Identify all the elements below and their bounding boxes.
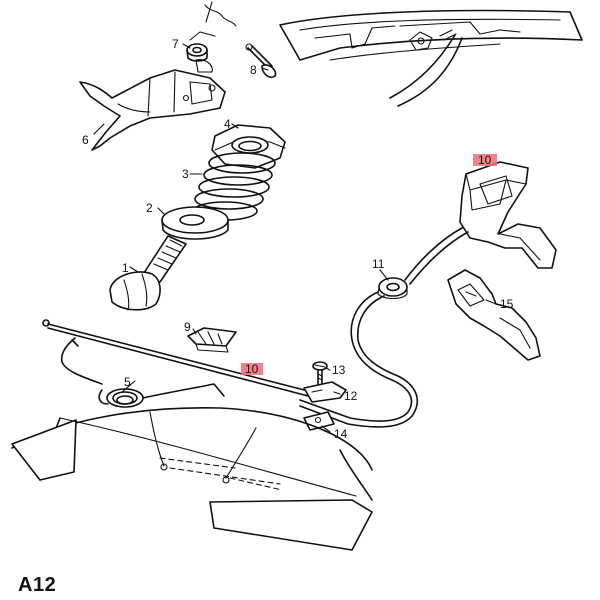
callout-4: 4 — [224, 117, 231, 131]
callout-10-top: 10 — [478, 153, 492, 167]
part-13-screw — [312, 361, 328, 385]
callout-13: 13 — [332, 363, 346, 377]
callout-1: 1 — [122, 261, 129, 275]
part-7-bushing — [186, 31, 216, 62]
hood-latch-bracket — [409, 29, 457, 51]
callout-9: 9 — [184, 320, 191, 334]
callout-3: 3 — [182, 167, 189, 181]
release-rod — [42, 319, 313, 398]
callout-5: 5 — [124, 375, 131, 389]
part-12-clamp — [303, 381, 347, 403]
callout-10-mid: 10 — [245, 362, 259, 376]
part-8-pin — [245, 43, 277, 79]
part-9-clip — [187, 327, 237, 353]
small-spring-top — [204, 1, 237, 27]
part-6-catch-bracket — [79, 59, 226, 151]
callout-7: 7 — [172, 37, 179, 51]
callout-14: 14 — [334, 427, 348, 441]
release-cable — [299, 227, 469, 428]
callout-10-mid-highlight — [241, 363, 263, 375]
part-15-bracket — [447, 269, 541, 361]
callout-6: 6 — [82, 133, 89, 147]
callout-12: 12 — [344, 389, 358, 403]
callout-15: 15 — [500, 297, 514, 311]
callout-8: 8 — [250, 63, 257, 77]
page-code-label: A12 — [18, 574, 57, 596]
part-14-nut-plate — [303, 411, 335, 431]
part-2-washer — [161, 206, 229, 240]
callout-numbers: 1 2 3 4 5 6 7 8 9 10 10 11 12 13 14 15 — [82, 37, 514, 441]
part-1-bolt — [109, 235, 187, 311]
callout-10-top-highlight — [473, 154, 497, 166]
callout-11: 11 — [372, 257, 385, 271]
hood-panel — [279, 9, 583, 107]
front-body-panel — [11, 407, 373, 551]
part-10-release-handle — [459, 161, 557, 269]
part-4-hex-nut — [211, 124, 286, 169]
callout-leaders — [93, 43, 497, 433]
callout-2: 2 — [146, 201, 153, 215]
part-11-grommet — [377, 277, 408, 300]
part-5-return-spring — [60, 337, 225, 408]
